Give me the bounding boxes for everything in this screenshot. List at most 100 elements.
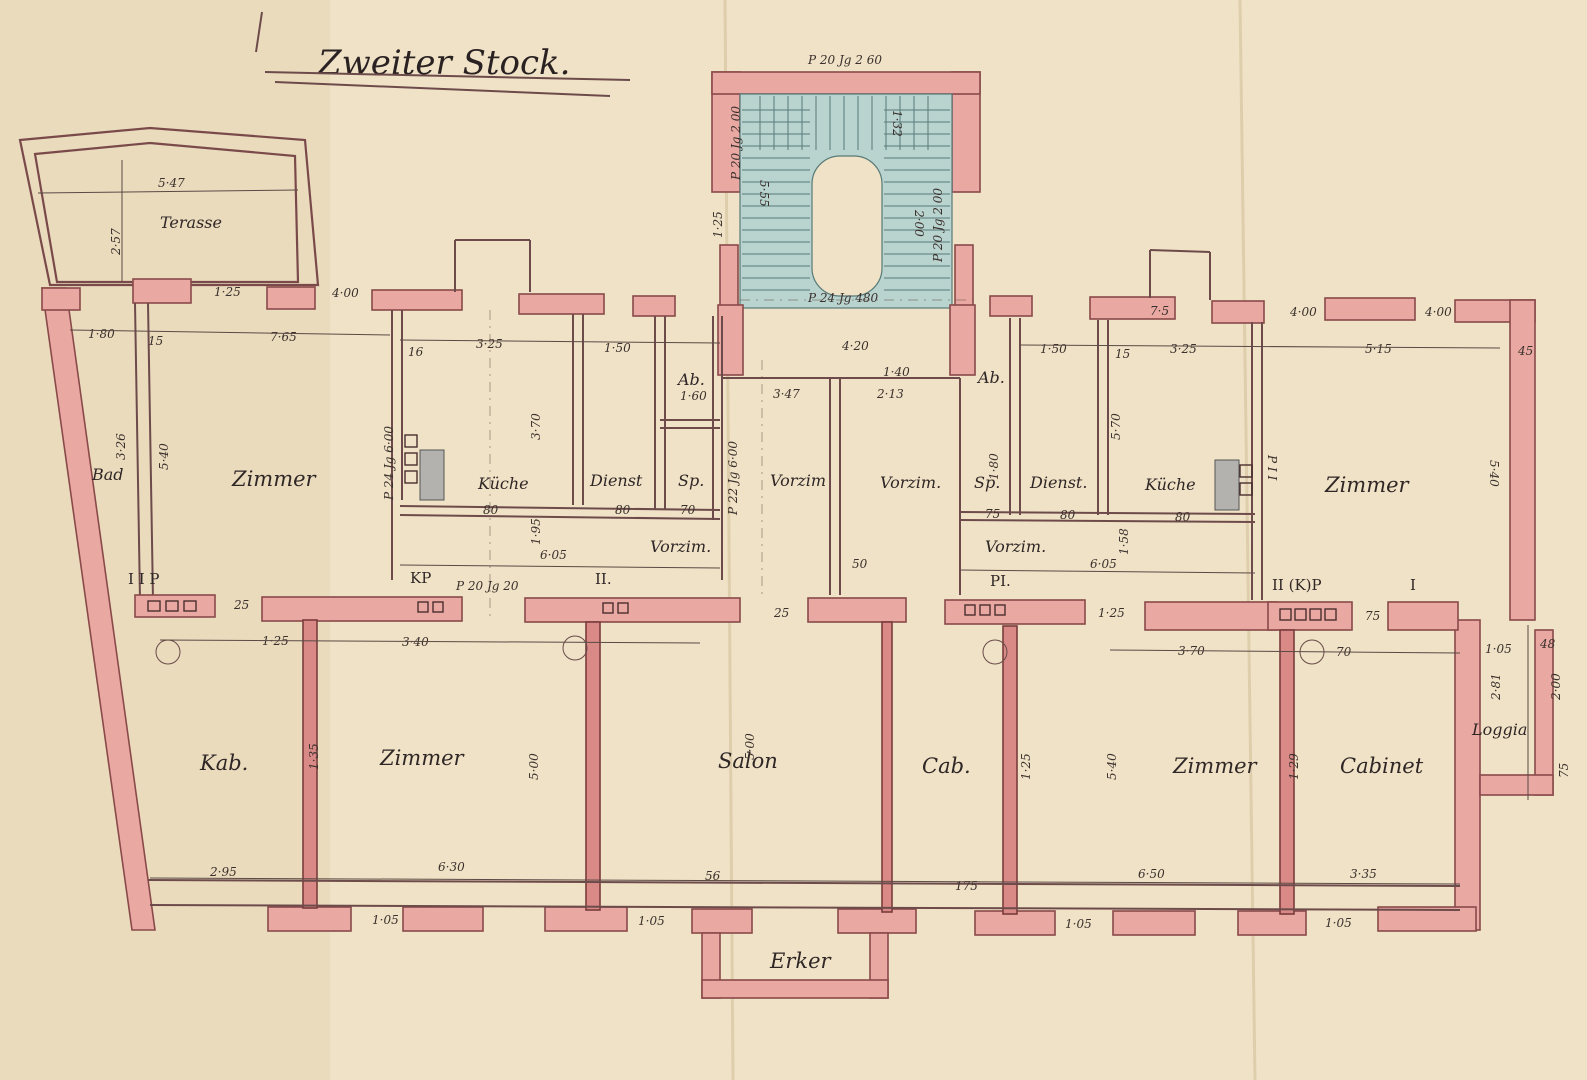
corridor-wall-right-3 xyxy=(1387,601,1459,631)
paper-fold-line xyxy=(1238,0,1257,1080)
dim-stair-top: P 20 Jg 2 60 xyxy=(807,53,882,67)
dim-b-loggia-281: 2·81 xyxy=(1489,673,1503,701)
dim-b-105-2: 1·05 xyxy=(638,914,665,928)
dim-b-105-1: 1·05 xyxy=(372,913,399,927)
annex-line xyxy=(1149,249,1211,253)
dim-p22: P 22 Jg 6·00 xyxy=(726,441,740,516)
inner-wall xyxy=(399,514,721,520)
dim-b-loggia-105: 1·05 xyxy=(1485,642,1512,656)
dim-b-r-650: 6·50 xyxy=(1138,867,1165,881)
dim-line xyxy=(159,639,701,644)
room-vorzim-right: Vorzim. xyxy=(880,473,941,492)
dim-r-kitchen-h: 5·70 xyxy=(1109,413,1123,440)
corridor-wall-mid-2 xyxy=(944,599,1086,625)
chimney-flue xyxy=(432,601,444,613)
exterior-walls xyxy=(41,278,1554,999)
stair-wall-top xyxy=(711,71,981,95)
chimney-flue xyxy=(1239,464,1253,478)
wall-bottom-9 xyxy=(1377,906,1477,932)
room-sp-right: Sp. xyxy=(974,473,1000,492)
room-kueche-left: Küche xyxy=(477,474,529,493)
dim-b-zim-h: 5·00 xyxy=(527,753,541,780)
mark-kp-left: KP xyxy=(410,569,431,587)
corridor-wall-left-3 xyxy=(524,597,741,623)
dim-line xyxy=(959,569,1256,574)
inner-wall xyxy=(134,302,141,601)
dim-15-b: 15 xyxy=(1115,347,1130,361)
inner-wall xyxy=(149,904,1461,911)
room-vorzim-left: Vorzim xyxy=(770,471,826,490)
room-sp-left: Sp. xyxy=(678,471,704,490)
wall-bottom-3 xyxy=(544,906,628,932)
dim-b-r-335: 3·35 xyxy=(1350,867,1377,881)
wall-top-left-3 xyxy=(266,286,316,310)
dim-stair-w1: 1·25 xyxy=(711,211,725,238)
chimney-flue xyxy=(979,604,991,616)
chimney-flue xyxy=(1324,608,1337,621)
dim-b-kab-w: 2·95 xyxy=(209,865,237,879)
mark-ii-left: II. xyxy=(595,570,612,588)
dim-b-loggia-200: 2·00 xyxy=(1549,673,1563,701)
dim-line xyxy=(1019,344,1501,349)
wall-right-lower xyxy=(1454,619,1481,931)
corridor-wall-left-2 xyxy=(261,596,463,622)
dim-r-zimmer-h: 5·40 xyxy=(1487,460,1501,487)
room-dienst-left: Dienst xyxy=(589,471,643,490)
terrace-outline xyxy=(18,126,320,287)
room-loggia: Loggia xyxy=(1471,720,1527,739)
title-bracket xyxy=(255,11,263,53)
dim-16-a: 16 xyxy=(408,345,424,359)
dim-b-zim-w: 6·30 xyxy=(438,860,465,874)
room-ab-right: Ab. xyxy=(976,368,1005,387)
inner-wall xyxy=(959,511,1256,515)
dim-15-a: 15 xyxy=(148,334,163,348)
chimneys xyxy=(147,434,1337,621)
stove-right xyxy=(1214,459,1240,511)
dim-25-a: 25 xyxy=(233,598,249,612)
wall-loggia-bottom xyxy=(1479,774,1554,796)
chimney-flue xyxy=(1239,482,1253,496)
chimney-flue xyxy=(404,434,418,448)
round-stove xyxy=(982,639,1008,665)
stair-treads xyxy=(742,96,950,291)
dim-sp-h: 1·80 xyxy=(987,453,1001,480)
dim-line xyxy=(1109,649,1461,654)
wall-top-left-6 xyxy=(632,295,676,317)
dim-hall-left: 6·05 xyxy=(540,548,567,562)
room-zimmer-bottom-right: Zimmer xyxy=(1172,754,1259,778)
dim-80-a: 80 xyxy=(483,503,499,517)
dim-terrasse-w: 5·47 xyxy=(158,176,185,190)
wall-bottom-5 xyxy=(837,908,917,934)
terrace-inner-outline xyxy=(33,141,300,284)
dim-25-b: 25 xyxy=(773,606,789,620)
dim-r-zimmer: 5·15 xyxy=(1365,342,1392,356)
wall-top-left-5 xyxy=(518,293,605,315)
chimney-flue xyxy=(994,604,1006,616)
wall-erker-bottom xyxy=(701,979,889,999)
wall-lower-1 xyxy=(302,619,318,909)
wall-lower-5 xyxy=(1279,629,1295,915)
room-cab-mid: Cab. xyxy=(922,754,971,778)
wall-top-left-2 xyxy=(132,278,192,304)
dim-top-left-2: 4·00 xyxy=(331,286,359,300)
corridor-wall-left-1 xyxy=(134,594,216,618)
dim-bad-h: 3·26 xyxy=(114,433,128,460)
inner-wall xyxy=(959,519,1256,523)
inner-wall xyxy=(147,879,1461,887)
dim-b-105-3: 1·05 xyxy=(1065,917,1092,931)
title-underline xyxy=(264,71,631,81)
mark-i-right: I xyxy=(1410,576,1416,594)
inner-wall xyxy=(399,505,721,511)
mark-iikp: II (K)P xyxy=(1272,576,1322,594)
wall-top-left-1 xyxy=(41,287,81,311)
dim-stair-side-left: P 20 Jg 2 00 xyxy=(729,106,743,181)
dim-terrasse-h: 2·57 xyxy=(109,228,123,256)
wall-loggia-right xyxy=(1534,629,1554,796)
dim-line xyxy=(69,329,391,336)
dim-vz-1: 3·47 xyxy=(773,387,800,401)
room-zimmer-left: Zimmer xyxy=(231,467,318,491)
dim-75-b: 75 xyxy=(1365,609,1380,623)
wall-lower-4 xyxy=(1002,625,1018,915)
dim-zimmer-h: 5·40 xyxy=(157,443,171,470)
wall-bottom-8 xyxy=(1237,910,1307,936)
